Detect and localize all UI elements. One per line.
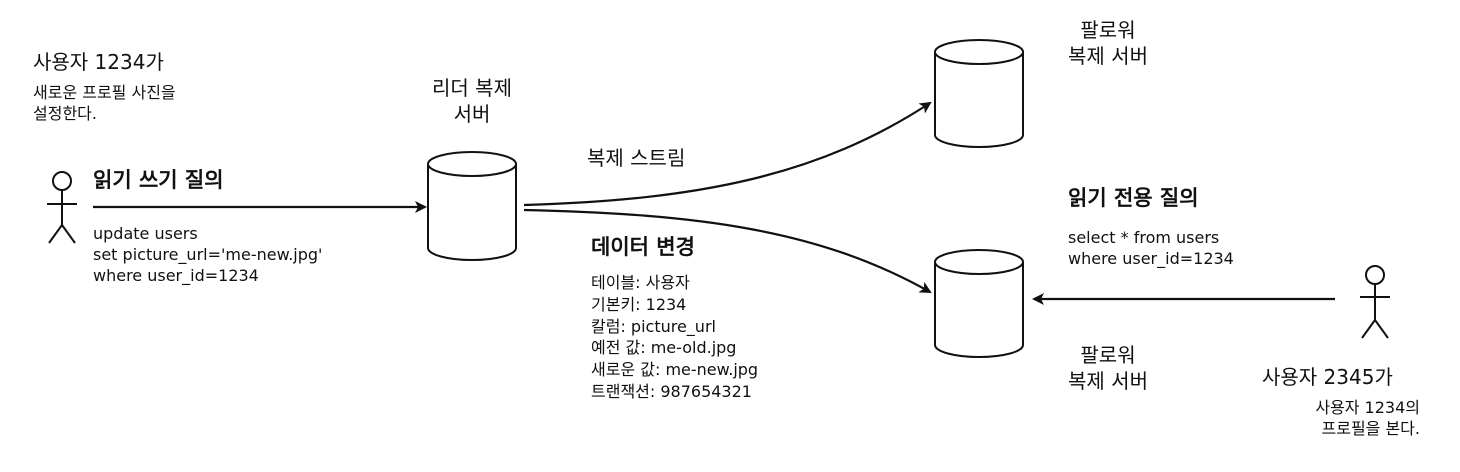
read-query-sql-line: where user_id=1234 [1068, 248, 1234, 268]
follower-bottom-label-line: 팔로워 [1080, 343, 1136, 367]
user-2345-caption: 사용자 1234의 프로필을 본다. [1252, 398, 1420, 440]
user-2345-caption-line: 사용자 1234의 [1315, 398, 1420, 417]
replication-stream-arrow-bottom [523, 208, 932, 293]
follower-top-database-icon [934, 39, 1024, 148]
replication-stream-arrow-top [523, 101, 932, 207]
write-query-heading: 읽기 쓰기 질의 [93, 168, 224, 192]
user-1234-caption-line: 설정한다. [33, 103, 97, 123]
leader-label: 리더 복제 서버 [410, 75, 534, 127]
follower-bottom-database-icon [934, 249, 1024, 358]
leader-label-line: 리더 복제 [432, 76, 512, 100]
user-1234-figure [47, 171, 77, 244]
data-change-line: 기본키: 1234 [591, 294, 687, 314]
replication-stream-label: 복제 스트림 [587, 146, 686, 170]
read-query-sql: select * from users where user_id=1234 [1068, 228, 1234, 270]
data-change-details: 테이블: 사용자 기본키: 1234 칼럼: picture_url 예전 값:… [591, 272, 758, 403]
data-change-line: 새로운 값: me-new.jpg [591, 360, 759, 379]
data-change-line: 칼럼: picture_url [591, 316, 716, 336]
write-query-sql-line: update users [93, 224, 198, 243]
follower-top-label-line: 복제 서버 [1068, 44, 1148, 68]
data-change-line: 예전 값: me-old.jpg [591, 338, 737, 358]
follower-top-label: 팔로워 복제 서버 [1048, 17, 1168, 69]
user-2345-figure [1360, 265, 1390, 339]
user-1234-caption: 새로운 프로필 사진을 설정한다. [33, 83, 176, 125]
data-change-line: 테이블: 사용자 [591, 273, 690, 292]
write-query-sql: update users set picture_url='me-new.jpg… [93, 224, 322, 286]
data-change-heading: 데이터 변경 [591, 235, 695, 259]
data-change-line: 트랜잭션: 987654321 [591, 381, 752, 401]
user-1234-title: 사용자 1234가 [33, 50, 164, 74]
follower-top-label-line: 팔로워 [1080, 18, 1136, 42]
write-query-sql-line: set picture_url='me-new.jpg' [93, 244, 323, 264]
read-query-sql-line: select * from users [1068, 228, 1220, 247]
leader-label-line: 서버 [453, 102, 491, 126]
follower-bottom-label-line: 복제 서버 [1068, 369, 1148, 393]
user-1234-caption-line: 새로운 프로필 사진을 [33, 83, 176, 102]
follower-bottom-label: 팔로워 복제 서버 [1048, 342, 1168, 394]
user-2345-caption-line: 프로필을 본다. [1321, 418, 1421, 438]
read-query-heading: 읽기 전용 질의 [1068, 186, 1199, 210]
leader-database-icon [427, 151, 517, 261]
write-query-sql-line: where user_id=1234 [93, 265, 259, 285]
user-2345-title: 사용자 2345가 [1262, 365, 1393, 389]
